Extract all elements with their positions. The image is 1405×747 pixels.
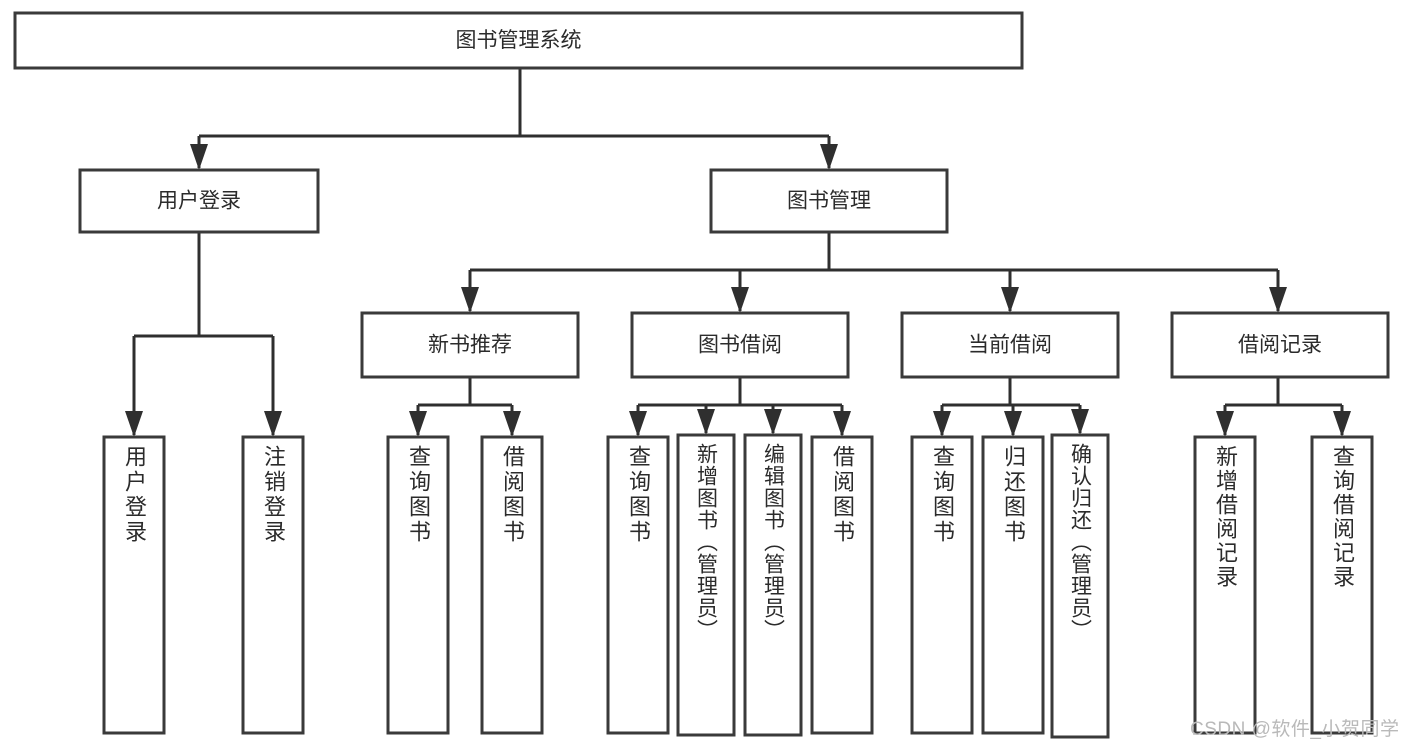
connector-bus-book-borrow xyxy=(638,377,842,407)
connector-bus-new-book-recommend xyxy=(418,377,512,407)
connector-arrow-leaf-user-login xyxy=(125,336,143,437)
node-borrow-record[interactable]: 借阅记录 xyxy=(1170,311,1390,379)
node-leaf-return-book[interactable] xyxy=(981,435,1045,735)
arrow-layer xyxy=(125,136,1351,437)
connector-arrow-user-login xyxy=(190,136,208,170)
node-leaf-query-book-current[interactable] xyxy=(910,435,974,735)
node-label-book-borrow: 图书借阅 xyxy=(698,334,782,357)
connector-bus-current-borrow xyxy=(942,377,1080,407)
node-label-borrow-record: 借阅记录 xyxy=(1238,334,1322,357)
connector-arrow-leaf-confirm-return xyxy=(1071,405,1089,435)
node-root[interactable]: 图书管理系统 xyxy=(13,11,1024,70)
watermark: CSDN @软件_小贺同学 xyxy=(1190,719,1400,740)
connector-arrow-leaf-query-book-current xyxy=(933,405,951,437)
connector-bus-book-management xyxy=(470,232,1278,272)
connector-bus-user-login xyxy=(134,232,273,338)
connector-arrow-leaf-add-book xyxy=(697,405,715,435)
node-leaf-query-record[interactable] xyxy=(1310,435,1374,735)
node-label-book-management: 图书管理 xyxy=(787,190,871,213)
node-leaf-confirm-return[interactable] xyxy=(1050,433,1110,739)
connector-arrow-borrow-record xyxy=(1269,270,1287,313)
node-leaf-user-logout[interactable] xyxy=(241,435,305,735)
node-leaf-borrow-book-rec[interactable] xyxy=(480,435,544,735)
connector-arrow-leaf-query-record xyxy=(1333,405,1351,437)
node-leaf-add-record[interactable] xyxy=(1193,435,1257,735)
node-leaf-query-book-rec[interactable] xyxy=(386,435,450,735)
node-label-current-borrow: 当前借阅 xyxy=(968,334,1052,357)
node-user-login[interactable]: 用户登录 xyxy=(78,168,320,234)
connector-arrow-book-management xyxy=(820,136,838,170)
connector-arrow-book-borrow xyxy=(731,270,749,313)
node-label-new-book-recommend: 新书推荐 xyxy=(428,334,512,357)
connector-arrow-current-borrow xyxy=(1001,270,1019,313)
node-label-root: 图书管理系统 xyxy=(456,29,582,52)
node-current-borrow[interactable]: 当前借阅 xyxy=(900,311,1120,379)
connector-arrow-leaf-query-book-rec xyxy=(409,405,427,437)
connector-arrow-leaf-query-book-borrow xyxy=(629,405,647,437)
node-new-book-recommend[interactable]: 新书推荐 xyxy=(360,311,580,379)
node-leaf-query-book-borrow[interactable] xyxy=(606,435,670,735)
node-leaf-edit-book[interactable] xyxy=(743,433,803,737)
connector-arrow-leaf-user-logout xyxy=(264,336,282,437)
connector-arrow-leaf-return-book xyxy=(1004,405,1022,437)
node-leaf-borrow-book[interactable] xyxy=(810,435,874,735)
node-label-user-login: 用户登录 xyxy=(157,190,241,213)
connector-bus-borrow-record xyxy=(1225,377,1342,407)
node-leaf-user-login[interactable] xyxy=(102,435,166,735)
connector-arrow-leaf-borrow-book-rec xyxy=(503,405,521,437)
connector-arrow-new-book-recommend xyxy=(461,270,479,313)
connector-arrow-leaf-edit-book xyxy=(764,405,782,435)
connector-arrow-leaf-add-record xyxy=(1216,405,1234,437)
connector-arrow-leaf-borrow-book xyxy=(833,405,851,437)
connector-layer xyxy=(134,68,1342,407)
connector-bus-root xyxy=(199,68,829,138)
node-book-borrow[interactable]: 图书借阅 xyxy=(630,311,850,379)
node-book-management[interactable]: 图书管理 xyxy=(709,168,949,234)
node-leaf-add-book[interactable] xyxy=(676,433,736,737)
